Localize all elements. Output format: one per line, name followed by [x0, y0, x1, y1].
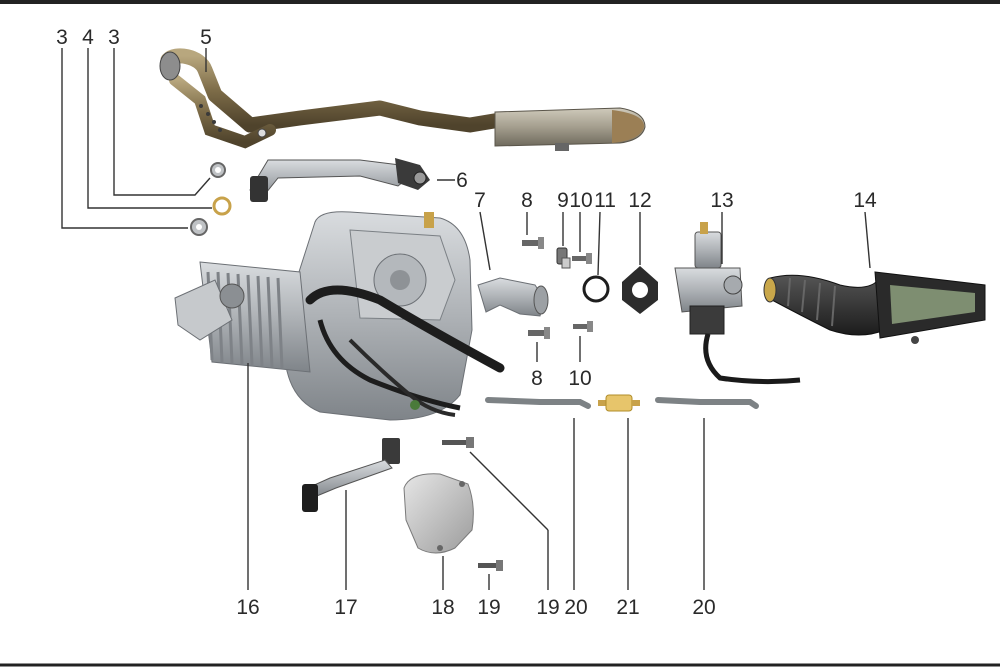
callout-10: 10	[569, 189, 592, 212]
callout-5: 5	[200, 26, 212, 49]
sprocket-cover-part	[403, 473, 474, 554]
muffler-part	[494, 107, 646, 151]
copper-gasket-part	[212, 196, 232, 216]
callout-12: 12	[628, 189, 651, 212]
callout-14: 14	[853, 189, 877, 212]
callout-8: 8	[521, 189, 533, 212]
bolt-part	[522, 237, 544, 249]
engine-assembly-part	[174, 211, 505, 421]
o-ring-part	[582, 275, 610, 303]
screw-part	[572, 253, 592, 264]
callout-20: 20	[564, 596, 587, 619]
carburetor-part	[674, 222, 801, 385]
callout-9: 9	[557, 189, 569, 212]
callout-17: 17	[334, 596, 357, 619]
fuel-hose-part	[655, 397, 759, 409]
callout-19: 19	[477, 596, 500, 619]
bolt-part	[528, 327, 550, 339]
callout-labels: 3 4 3 5 6 7 8 9 10 11 12 13 14 8 10 16 1…	[56, 26, 877, 619]
air-filter-part	[763, 271, 986, 344]
fuel-filter-part	[598, 394, 640, 412]
callout-4: 4	[82, 26, 94, 49]
callout-19: 19	[536, 596, 559, 619]
gear-shift-pedal-part	[302, 438, 400, 512]
insulator-gasket-part	[622, 266, 658, 314]
callout-3: 3	[108, 26, 120, 49]
callout-18: 18	[431, 596, 454, 619]
fuel-hose-part	[485, 397, 591, 409]
callout-16: 16	[236, 596, 259, 619]
callout-13: 13	[710, 189, 733, 212]
exhaust-pipe-part	[159, 48, 508, 149]
callout-21: 21	[616, 596, 639, 619]
kickstart-lever-part	[249, 158, 430, 202]
callout-20: 20	[692, 596, 715, 619]
long-bolt-part	[478, 560, 503, 571]
callout-10: 10	[568, 367, 591, 390]
callout-11: 11	[594, 189, 616, 212]
clamp-part	[556, 247, 571, 269]
callout-8: 8	[531, 367, 543, 390]
screw-part	[573, 321, 593, 332]
long-bolt-part	[442, 437, 474, 448]
callout-3: 3	[56, 26, 68, 49]
intake-manifold-part	[477, 277, 549, 317]
leader-lines	[61, 48, 871, 590]
callout-7: 7	[474, 189, 486, 212]
callout-6: 6	[456, 169, 468, 192]
